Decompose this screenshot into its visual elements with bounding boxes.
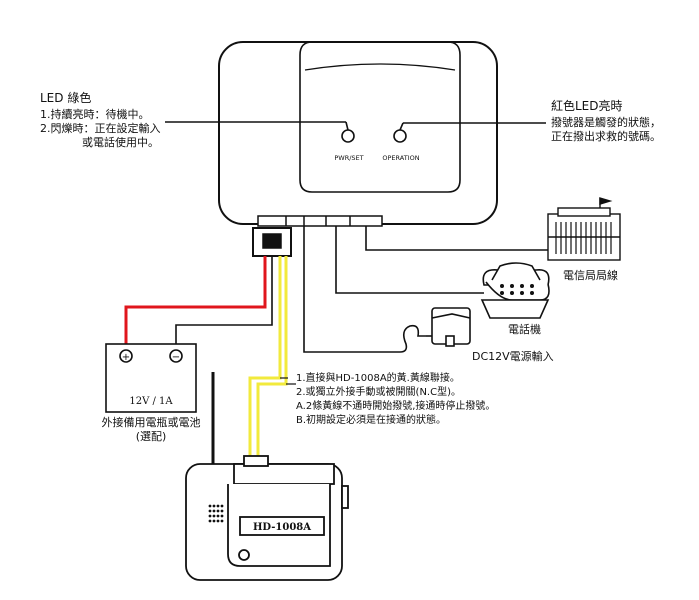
speaker-grille-icon (208, 504, 224, 523)
battery-minus-sign: − (172, 352, 180, 363)
left-annotation-title: LED 綠色 (40, 91, 91, 105)
radio-button-icon (238, 549, 250, 561)
telephone-wire (335, 226, 484, 294)
radio-model-label: HD-1008A (253, 522, 311, 533)
power-wire (303, 226, 386, 353)
battery-rating: 12V / 1A (129, 396, 173, 407)
power-adapter-icon (386, 307, 471, 353)
faceplate-curve (304, 63, 456, 71)
phone-line-wire (365, 226, 548, 251)
telecom-line-icon (547, 197, 621, 261)
left-annotation-line2: 2.閃爍時：正在設定輸入 (40, 121, 161, 135)
radio-unit (185, 372, 349, 581)
battery-negative-wire (175, 256, 273, 347)
radio-top-panel (233, 463, 335, 485)
battery-positive-wire (124, 256, 267, 347)
battery-optional-label: (選配) (136, 430, 167, 443)
right-annotation-line2: 正在撥出求救的號碼。 (551, 129, 661, 143)
note-line3: A.2條黃線不通時開始撥號,接通時停止撥號。 (296, 399, 495, 412)
left-annotation-line1: 1.持續亮時：待機中。 (40, 107, 150, 121)
connector-strip (252, 215, 383, 257)
yellow-wire-b (256, 256, 288, 458)
telephone-icon (480, 262, 550, 319)
pwr-led-icon (341, 129, 355, 143)
dialer-faceplate (299, 41, 461, 193)
battery-icon (105, 343, 197, 413)
yellow-wire-a (248, 256, 282, 458)
right-annotation-title: 紅色LED亮時 (551, 98, 623, 113)
operation-led-label: OPERATION (382, 154, 419, 162)
pwr-led-label: PWR/SET (334, 154, 363, 162)
left-annotation-line3: 或電話使用中。 (82, 135, 159, 149)
telephone-label: 電話機 (508, 322, 541, 336)
operation-led-icon (393, 129, 407, 143)
telecom-line-label: 電信局局線 (563, 268, 618, 282)
battery-plus-sign: + (122, 352, 130, 363)
radio-connector (243, 455, 269, 467)
radio-model-plate (239, 516, 325, 536)
dialer-device (218, 41, 498, 225)
right-annotation-line1: 撥號器是觸發的狀態， (551, 115, 661, 129)
battery-label: 外接備用電瓶或電池 (102, 415, 201, 429)
note-line2: 2.或獨立外接手動或被開關(N.C型)。 (296, 385, 461, 398)
radio-side-switch (341, 485, 349, 509)
note-line1: 1.直接與HD-1008A的黃.黃線聯接。 (296, 371, 460, 384)
power-label: DC12V電源輸入 (472, 349, 554, 363)
dialer-body (218, 41, 498, 225)
note-line4: B.初期設定必須是在接通的狀態。 (296, 413, 446, 426)
